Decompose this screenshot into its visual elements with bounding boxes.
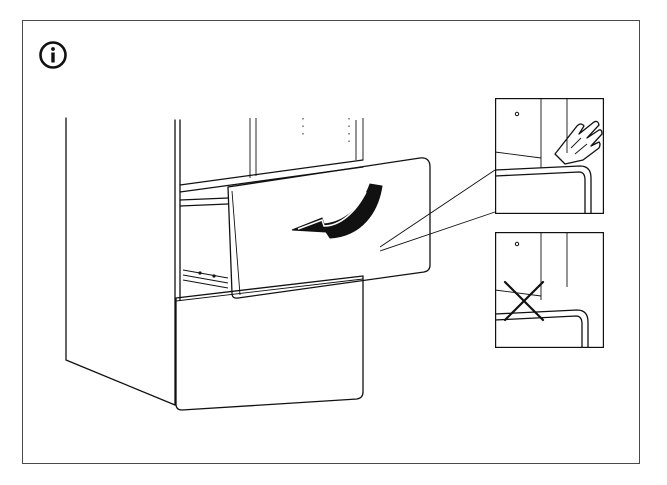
- callout-lines: [379, 169, 496, 252]
- lower-drawer-front: [175, 275, 364, 411]
- cabinet-side-panel: [65, 117, 181, 406]
- hand-grip-icon: [554, 120, 603, 165]
- cross-mark-icon: [503, 280, 545, 322]
- correct-grip-inset: [495, 98, 604, 214]
- drawer-box: [179, 197, 229, 289]
- curved-arrow-icon: [291, 183, 383, 239]
- instruction-frame: [22, 20, 640, 464]
- wrong-grip-inset: [495, 232, 604, 348]
- information-icon: [39, 41, 67, 69]
- cabinet-shelf: [179, 118, 364, 193]
- lifted-drawer-front: [227, 157, 431, 299]
